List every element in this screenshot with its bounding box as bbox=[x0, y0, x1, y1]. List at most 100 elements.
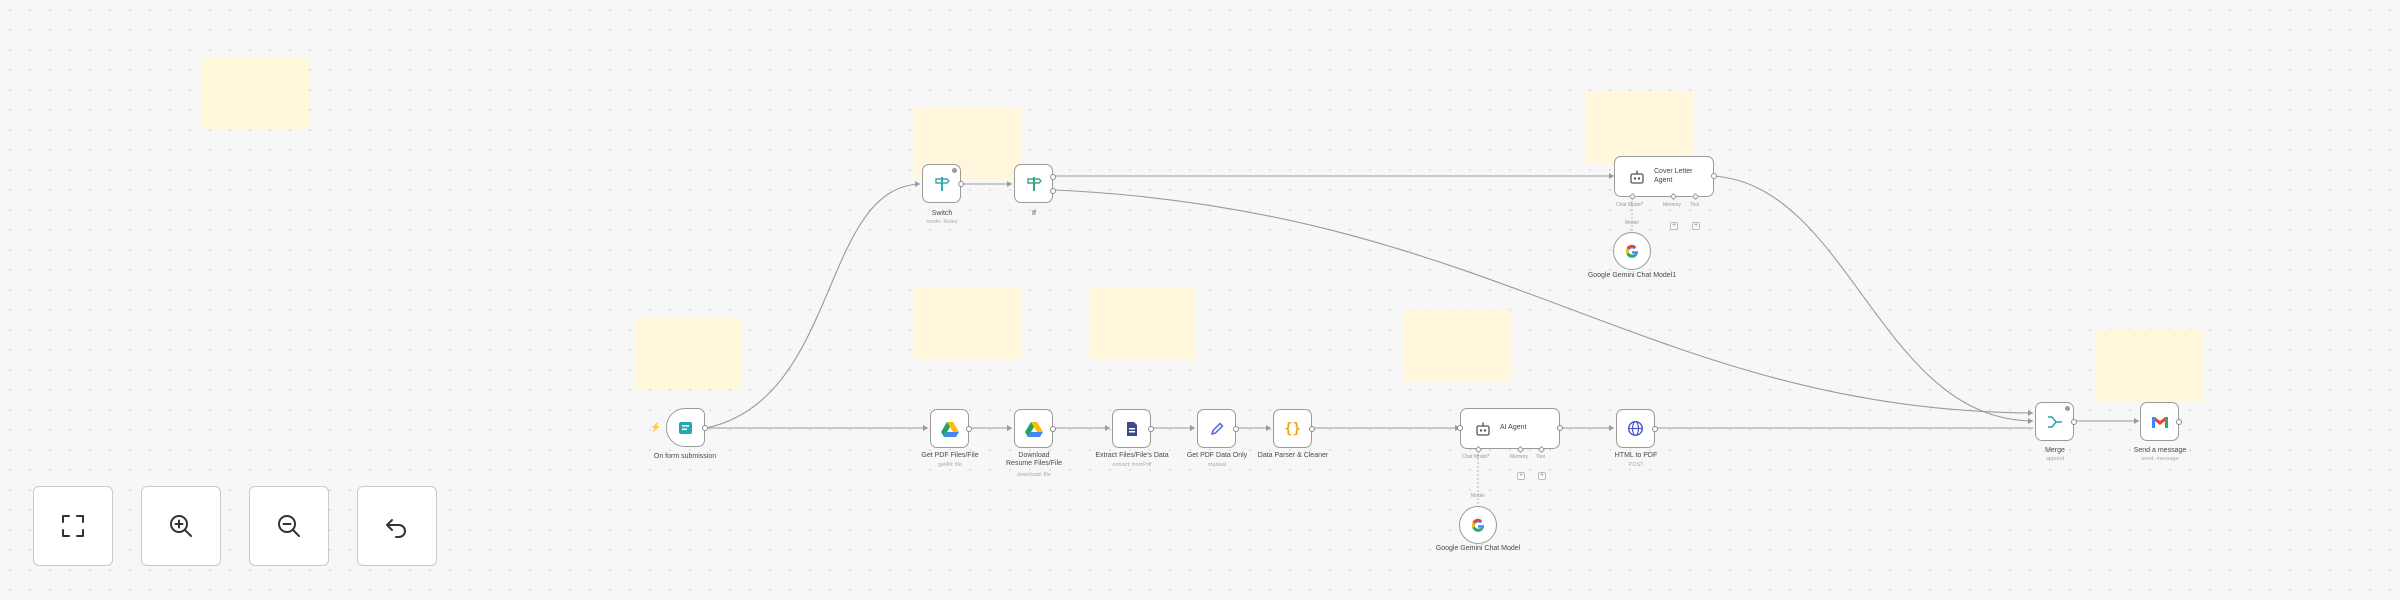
node-get-pdf-files[interactable] bbox=[930, 409, 972, 448]
output-port-false[interactable] bbox=[1050, 188, 1056, 194]
connection-wire bbox=[1054, 189, 2034, 414]
output-port[interactable] bbox=[2071, 419, 2077, 425]
arrow-head bbox=[1266, 425, 1271, 431]
code-braces-icon: {} bbox=[1284, 420, 1301, 437]
port-label-tool: Tool bbox=[1536, 454, 1546, 460]
node-switch[interactable] bbox=[922, 164, 964, 203]
undo-button[interactable] bbox=[357, 486, 437, 566]
sticky-note[interactable] bbox=[1089, 288, 1196, 360]
node-gemini-model-2[interactable] bbox=[1459, 506, 1497, 544]
connection-wire bbox=[1712, 175, 2034, 422]
signpost-icon bbox=[1026, 176, 1042, 191]
arrow-head bbox=[1007, 181, 1012, 187]
node-merge[interactable] bbox=[2035, 402, 2077, 441]
google-icon bbox=[1471, 518, 1485, 532]
trigger-bolt-icon: ⚡ bbox=[650, 422, 662, 432]
pencil-icon bbox=[1210, 422, 1223, 435]
node-subtitle: POST bbox=[1628, 462, 1644, 468]
sticky-note[interactable] bbox=[1404, 310, 1511, 382]
node-data-parser[interactable]: {} bbox=[1273, 409, 1315, 448]
sticky-note[interactable] bbox=[635, 317, 742, 389]
node-ai-agent[interactable]: AI Agent bbox=[1457, 408, 1563, 449]
output-port[interactable] bbox=[1652, 426, 1658, 432]
arrow-head bbox=[915, 181, 920, 187]
signpost-icon bbox=[934, 176, 950, 191]
zoom-out-icon bbox=[278, 515, 300, 537]
add-memory-button[interactable]: + bbox=[1670, 222, 1678, 230]
node-label: Extract Files/File's Data bbox=[1095, 452, 1169, 459]
node-title: Cover Letter Agent bbox=[1654, 168, 1693, 184]
zoom-to-fit-button[interactable] bbox=[33, 486, 113, 566]
output-port[interactable] bbox=[1148, 426, 1154, 432]
settings-dot bbox=[2065, 406, 2070, 411]
node-subtitle: extract: fromPdf bbox=[1112, 462, 1152, 468]
node-label: Merge bbox=[2045, 447, 2065, 454]
arrow-head bbox=[2028, 410, 2033, 416]
arrow-head bbox=[1609, 425, 1614, 431]
zoom-in-icon bbox=[170, 515, 192, 537]
undo-icon bbox=[386, 519, 406, 538]
output-port[interactable] bbox=[1309, 426, 1315, 432]
output-port-true[interactable] bbox=[1050, 174, 1056, 180]
sticky-note[interactable] bbox=[1586, 92, 1693, 164]
output-port[interactable] bbox=[1557, 425, 1563, 431]
input-port[interactable] bbox=[1457, 425, 1463, 431]
google-drive-icon bbox=[1024, 421, 1043, 437]
sticky-note[interactable] bbox=[202, 57, 309, 129]
node-label: Switch bbox=[931, 210, 953, 217]
node-title: AI Agent bbox=[1500, 424, 1527, 432]
port-label-memory: Memory bbox=[1663, 202, 1682, 208]
sticky-note[interactable] bbox=[914, 288, 1021, 360]
connection-wire bbox=[705, 183, 921, 429]
extract-icon bbox=[1126, 421, 1137, 436]
arrow-head bbox=[2134, 418, 2139, 424]
output-port[interactable] bbox=[702, 425, 708, 431]
node-subtitle: append bbox=[2045, 456, 2065, 462]
node-label: On form submission bbox=[653, 453, 717, 460]
arrow-head bbox=[1105, 425, 1110, 431]
port-label-memory: Memory bbox=[1510, 454, 1529, 460]
add-tool-button[interactable]: + bbox=[1692, 222, 1700, 230]
output-port[interactable] bbox=[966, 426, 972, 432]
node-gemini-model-1[interactable] bbox=[1613, 232, 1651, 270]
node-extract-files[interactable] bbox=[1112, 409, 1154, 448]
node-label: Download Resume Files/File bbox=[1006, 452, 1063, 468]
node-html-to-pdf[interactable] bbox=[1616, 409, 1658, 448]
node-subtitle: mode: Rules bbox=[926, 219, 958, 225]
arrow-head bbox=[1609, 173, 1614, 179]
port-label-chat-model: Chat Model* bbox=[1616, 202, 1644, 208]
zoom-out-button[interactable] bbox=[249, 486, 329, 566]
merge-icon bbox=[2047, 415, 2062, 428]
gmail-icon bbox=[2151, 416, 2168, 428]
sticky-note[interactable] bbox=[2096, 330, 2203, 402]
node-label: HTML to PDF bbox=[1614, 452, 1658, 459]
node-subtitle: getAll: file bbox=[938, 462, 962, 468]
node-form-trigger[interactable] bbox=[666, 408, 708, 447]
arrow-head bbox=[2028, 418, 2033, 424]
arrow-head bbox=[1190, 425, 1195, 431]
robot-icon bbox=[1630, 170, 1644, 184]
node-get-pdf-data-only[interactable] bbox=[1197, 409, 1239, 448]
node-cover-letter-agent[interactable]: Cover Letter Agent bbox=[1614, 156, 1717, 197]
node-if[interactable] bbox=[1014, 164, 1056, 203]
node-label: Get PDF Files/File bbox=[921, 452, 979, 459]
google-icon bbox=[1625, 244, 1639, 258]
port-label-chat-model: Chat Model* bbox=[1462, 454, 1490, 460]
arrow-head bbox=[1007, 425, 1012, 431]
zoom-in-button[interactable] bbox=[141, 486, 221, 566]
add-memory-button[interactable]: + bbox=[1517, 472, 1525, 480]
arrow-head bbox=[923, 425, 928, 431]
node-download-resume[interactable] bbox=[1014, 409, 1056, 448]
port-label-model: Model bbox=[1625, 220, 1639, 226]
port-label-model: Model bbox=[1471, 493, 1485, 499]
output-port[interactable] bbox=[1050, 426, 1056, 432]
node-label: Google Gemini Chat Model bbox=[1435, 545, 1521, 552]
output-port[interactable] bbox=[1233, 426, 1239, 432]
output-port[interactable] bbox=[1711, 173, 1717, 179]
output-port[interactable] bbox=[958, 181, 964, 187]
node-subtitle: download: file bbox=[1017, 472, 1051, 478]
node-gmail[interactable] bbox=[2140, 402, 2182, 441]
output-port[interactable] bbox=[2176, 419, 2182, 425]
add-tool-button[interactable]: + bbox=[1538, 472, 1546, 480]
node-label: If bbox=[1032, 210, 1036, 217]
